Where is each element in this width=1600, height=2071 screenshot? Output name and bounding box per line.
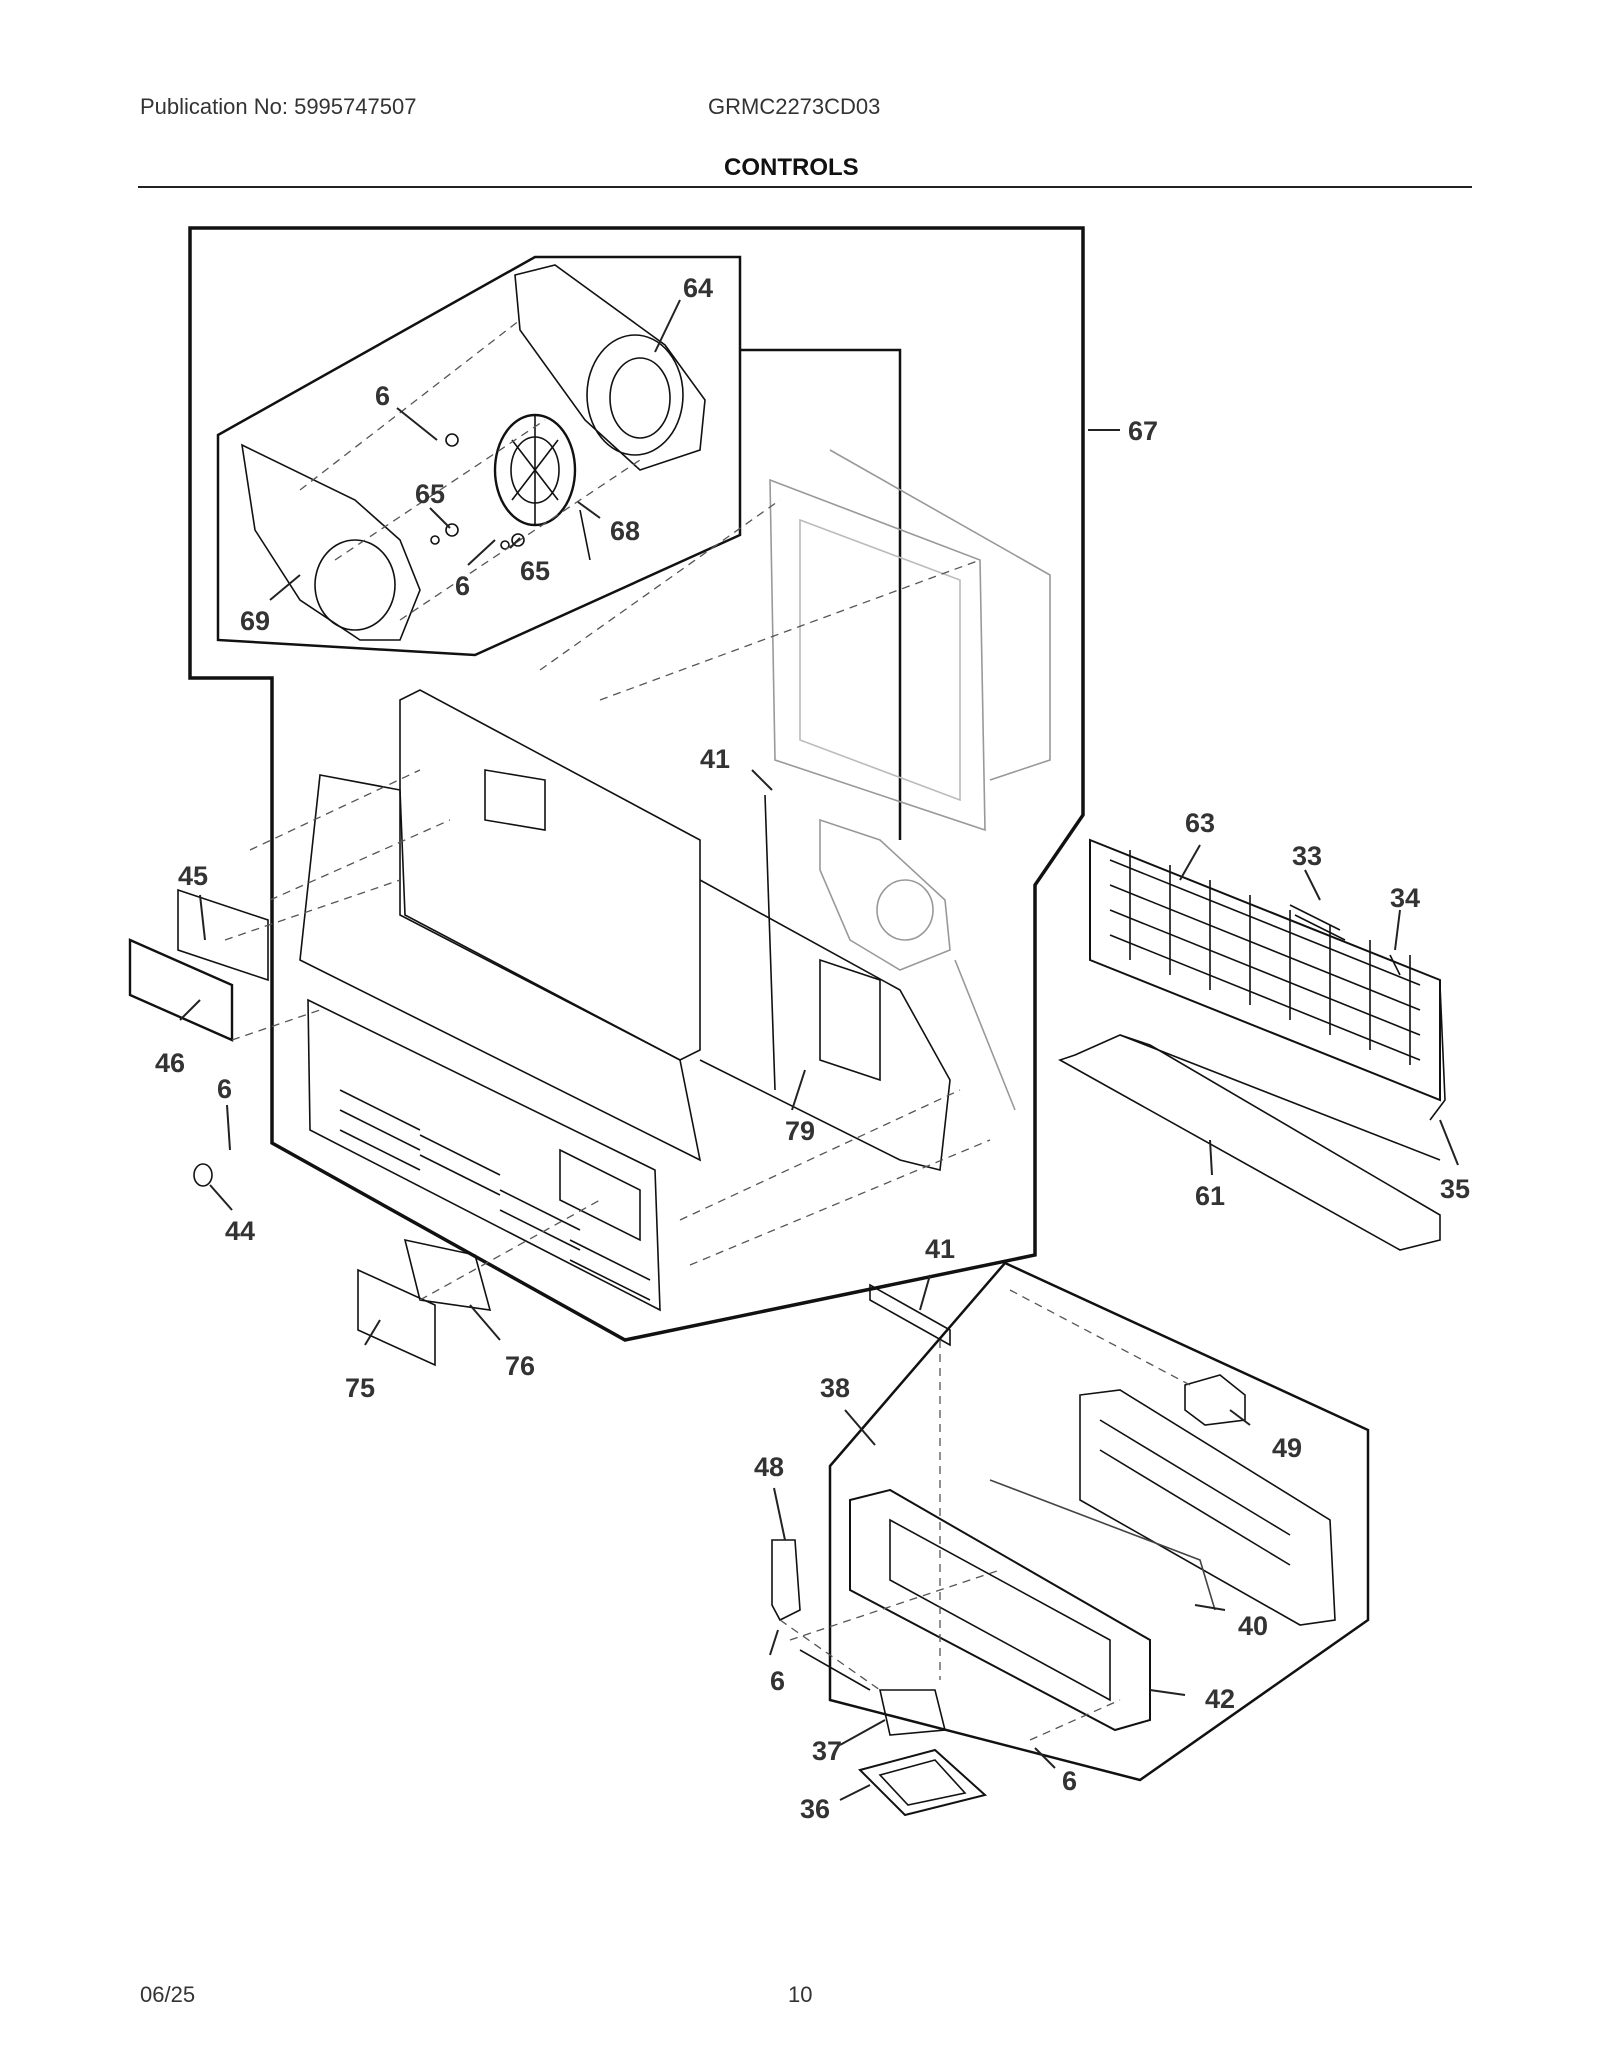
- footer-date: 06/25: [140, 1982, 196, 2007]
- callout-64: 64: [683, 273, 713, 303]
- section-title: CONTROLS: [724, 154, 859, 181]
- callout-46: 46: [155, 1048, 185, 1078]
- drain-pan-61: [1058, 1034, 1441, 1251]
- control-housing: [299, 689, 951, 1312]
- callout-6: 6: [375, 381, 390, 411]
- callout-76: 76: [505, 1351, 535, 1381]
- callout-38: 38: [820, 1373, 850, 1403]
- footer-page-number: 10: [788, 1982, 813, 2007]
- callout-36: 36: [800, 1794, 830, 1824]
- fan-cover-69: [240, 443, 421, 641]
- rear-duct-panel: [769, 449, 1051, 1111]
- wire-40: [989, 1479, 1216, 1611]
- header-rule: [138, 186, 1472, 188]
- publication-number: Publication No: 5995747507: [140, 94, 417, 119]
- fan-subassembly-box: [216, 255, 742, 657]
- control-board-box: [828, 1261, 1370, 1782]
- screws-washers: [430, 433, 525, 550]
- callout-65: 65: [520, 556, 550, 586]
- callout-79: 79: [785, 1116, 815, 1146]
- fan-housing-64: [514, 264, 706, 471]
- callout-44: 44: [225, 1216, 255, 1246]
- fan-68: [493, 413, 591, 561]
- callout-42: 42: [1205, 1684, 1235, 1714]
- fan-49: [1184, 1374, 1246, 1426]
- assembly-67-outline: [188, 226, 1085, 1342]
- heater-41-lower: [869, 1283, 951, 1347]
- light-lens-45-46: [128, 888, 269, 1187]
- callout-61: 61: [1195, 1181, 1225, 1211]
- alignment-lines: [224, 319, 1191, 1741]
- callout-75: 75: [345, 1373, 375, 1403]
- callout-6: 6: [217, 1074, 232, 1104]
- fan-box-connector: [740, 348, 902, 840]
- callout-68: 68: [610, 516, 640, 546]
- callout-40: 40: [1238, 1611, 1268, 1641]
- evaporator-63: [1089, 838, 1441, 1102]
- callout-41: 41: [700, 744, 730, 774]
- callout-34: 34: [1390, 883, 1420, 913]
- callout-6: 6: [770, 1666, 785, 1696]
- board-housing: [1079, 1389, 1336, 1626]
- parts-37-36: [799, 1649, 988, 1817]
- callout-35: 35: [1440, 1174, 1470, 1204]
- control-board-42: [849, 1488, 1151, 1732]
- callout-67: 67: [1128, 416, 1158, 446]
- callout-6: 6: [455, 571, 470, 601]
- callout-48: 48: [754, 1452, 784, 1482]
- callout-41: 41: [925, 1234, 955, 1264]
- callout-69: 69: [240, 606, 270, 636]
- callout-33: 33: [1292, 841, 1322, 871]
- part-48: [771, 1539, 801, 1622]
- sensors-33-34-35: [1289, 904, 1446, 1121]
- callout-37: 37: [812, 1736, 842, 1766]
- light-housing-75-76: [357, 1238, 492, 1367]
- callout-45: 45: [178, 861, 208, 891]
- model-number: GRMC2273CD03: [708, 94, 881, 119]
- callout-65: 65: [415, 479, 445, 509]
- leader-lines: [179, 299, 1459, 1801]
- callout-63: 63: [1185, 808, 1215, 838]
- callout-49: 49: [1272, 1433, 1302, 1463]
- callout-6: 6: [1062, 1766, 1077, 1796]
